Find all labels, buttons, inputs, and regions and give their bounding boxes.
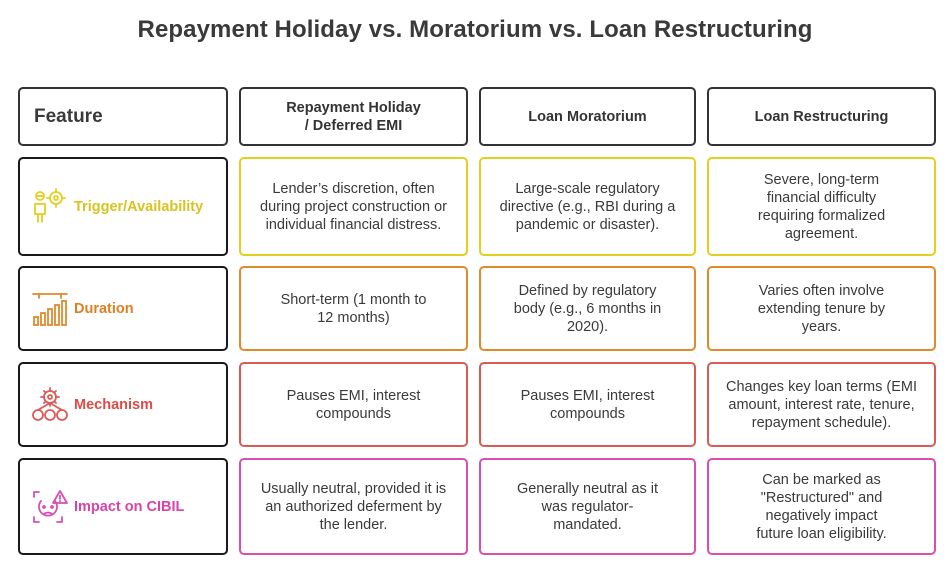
cell-line: compounds xyxy=(316,405,391,422)
row-label-trigger-availability: Trigger/Availability xyxy=(18,157,228,256)
cell-line: Large-scale regulatory xyxy=(515,180,660,197)
cell-line: pandemic or disaster). xyxy=(515,216,660,233)
feature-header: Feature xyxy=(18,87,228,146)
cell-trigger-repayment-holiday: Lender’s discretion, often during projec… xyxy=(239,157,468,256)
cell-line: Short-term (1 month to xyxy=(280,291,427,308)
cell-line: 12 months) xyxy=(317,309,390,326)
cell-line: years. xyxy=(801,318,842,335)
column-header-repayment-holiday: Repayment Holiday / Deferred EMI xyxy=(239,87,468,146)
cell-duration-repayment-holiday: Short-term (1 month to 12 months) xyxy=(239,266,468,351)
row-label-text: Trigger/Availability xyxy=(74,198,204,215)
cell-line: Generally neutral as it xyxy=(516,480,659,497)
cell-line: Usually neutral, provided it is xyxy=(260,480,447,497)
cell-line: during project construction or xyxy=(260,198,447,215)
cell-impact-restructuring: Can be marked as "Restructured" and nega… xyxy=(707,458,936,555)
bar-chart-icon xyxy=(30,289,70,329)
cell-line: Lender’s discretion, often xyxy=(272,180,435,197)
cell-line: agreement. xyxy=(784,225,859,242)
row-label-text: Impact on CIBIL xyxy=(74,498,185,515)
cell-line: Can be marked as xyxy=(762,471,881,488)
cell-line: future loan eligibility. xyxy=(756,525,887,542)
cell-line: individual financial distress. xyxy=(265,216,442,233)
row-label-text: Mechanism xyxy=(74,396,153,413)
column-header-line: Loan Restructuring xyxy=(754,108,889,125)
feature-header-label: Feature xyxy=(34,105,103,127)
row-label-duration: Duration xyxy=(18,266,228,351)
cell-line: Changes key loan terms (EMI xyxy=(726,378,917,395)
cell-trigger-restructuring: Severe, long-term financial difficulty r… xyxy=(707,157,936,256)
column-header-line: Loan Moratorium xyxy=(528,108,647,125)
cell-trigger-moratorium: Large-scale regulatory directive (e.g., … xyxy=(479,157,696,256)
cell-mechanism-moratorium: Pauses EMI, interest compounds xyxy=(479,362,696,447)
cell-line: amount, interest rate, tenure, xyxy=(728,396,915,413)
cell-line: directive (e.g., RBI during a xyxy=(499,198,676,215)
cell-line: an authorized deferment by xyxy=(265,498,442,515)
cell-duration-moratorium: Defined by regulatory body (e.g., 6 mont… xyxy=(479,266,696,351)
cell-line: Severe, long-term xyxy=(763,171,880,188)
cell-mechanism-repayment-holiday: Pauses EMI, interest compounds xyxy=(239,362,468,447)
cell-line: was regulator- xyxy=(541,498,634,515)
row-label-text: Duration xyxy=(74,300,134,317)
row-label-mechanism: Mechanism xyxy=(18,362,228,447)
column-header-loan-restructuring: Loan Restructuring xyxy=(707,87,936,146)
cell-line: Defined by regulatory xyxy=(518,282,657,299)
cell-impact-moratorium: Generally neutral as it was regulator- m… xyxy=(479,458,696,555)
cell-line: financial difficulty xyxy=(766,189,877,206)
row-label-impact-on-cibil: Impact on CIBIL xyxy=(18,458,228,555)
cell-line: repayment schedule). xyxy=(751,414,892,431)
page-title: Repayment Holiday vs. Moratorium vs. Loa… xyxy=(137,16,813,43)
cell-line: requiring formalized xyxy=(757,207,886,224)
cell-impact-repayment-holiday: Usually neutral, provided it is an autho… xyxy=(239,458,468,555)
cell-line: 2020). xyxy=(566,318,609,335)
column-header-line: Repayment Holiday xyxy=(286,99,421,116)
target-person-icon xyxy=(30,187,70,227)
cell-mechanism-restructuring: Changes key loan terms (EMI amount, inte… xyxy=(707,362,936,447)
column-header-loan-moratorium: Loan Moratorium xyxy=(479,87,696,146)
cell-line: extending tenure by xyxy=(757,300,886,317)
cell-line: the lender. xyxy=(319,516,388,533)
column-header-line: / Deferred EMI xyxy=(304,117,403,134)
cell-line: mandated. xyxy=(553,516,622,533)
cell-line: Pauses EMI, interest xyxy=(286,387,421,404)
cell-duration-restructuring: Varies often involve extending tenure by… xyxy=(707,266,936,351)
cell-line: "Restructured" and xyxy=(760,489,883,506)
gears-conveyor-icon xyxy=(30,385,70,425)
cell-line: compounds xyxy=(550,405,625,422)
cell-line: body (e.g., 6 months in xyxy=(513,300,662,317)
cell-line: negatively impact xyxy=(765,507,878,524)
cell-line: Pauses EMI, interest xyxy=(520,387,655,404)
face-warning-icon xyxy=(30,487,70,527)
cell-line: Varies often involve xyxy=(758,282,885,299)
